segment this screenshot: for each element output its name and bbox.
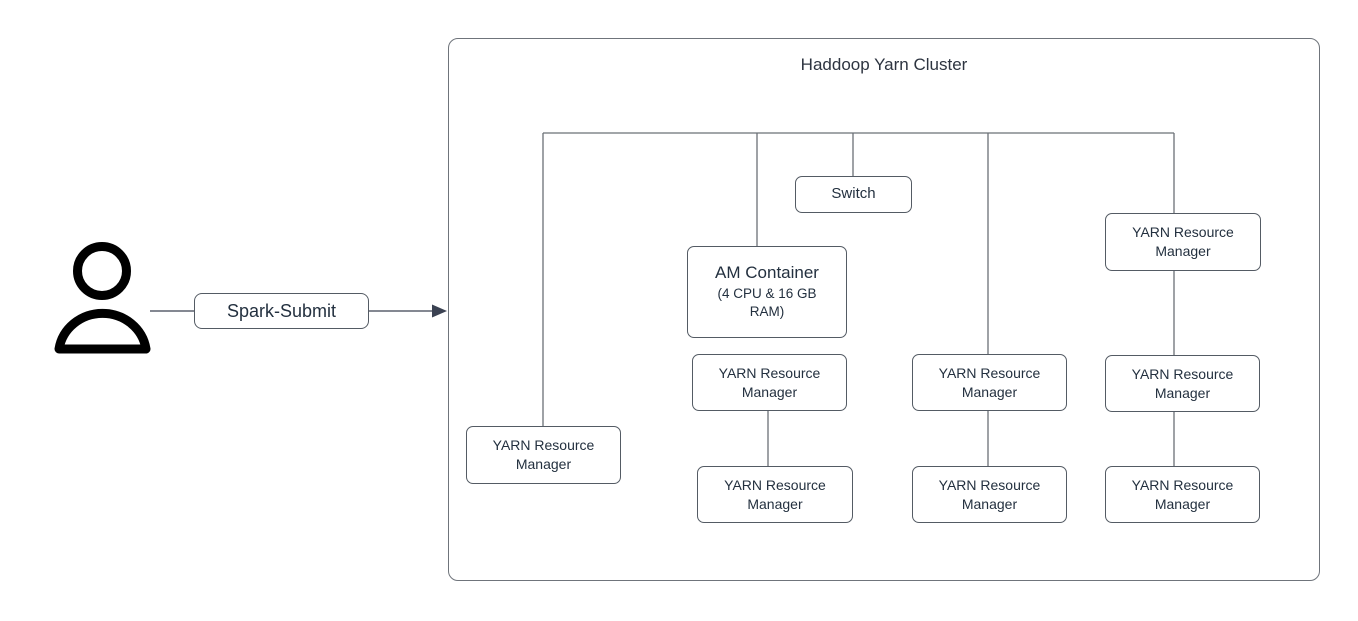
am-container-node: AM Container (4 CPU & 16 GB RAM) (687, 246, 847, 338)
yarn-resource-manager-right-bottom: YARN Resource Manager (1105, 466, 1260, 523)
yarn-label: YARN Resource Manager (1131, 365, 1234, 401)
spark-submit-node: Spark-Submit (194, 293, 369, 329)
yarn-resource-manager-center-bottom: YARN Resource Manager (697, 466, 853, 523)
yarn-resource-manager-right-top: YARN Resource Manager (1105, 213, 1261, 271)
arrowhead (432, 304, 447, 318)
spark-submit-label: Spark-Submit (226, 300, 337, 321)
yarn-label: YARN Resource Manager (1131, 476, 1234, 512)
switch-node: Switch (795, 176, 912, 213)
yarn-label: YARN Resource Manager (724, 476, 826, 512)
am-container-subtitle: (4 CPU & 16 GB RAM) (717, 286, 817, 320)
yarn-resource-manager-center-top: YARN Resource Manager (692, 354, 847, 411)
yarn-resource-manager-right-middle: YARN Resource Manager (1105, 355, 1260, 412)
yarn-label: YARN Resource Manager (938, 476, 1041, 512)
yarn-label: YARN Resource Manager (1132, 224, 1234, 259)
cluster-title: Haddoop Yarn Cluster (800, 55, 968, 74)
am-container-title: AM Container (715, 263, 819, 283)
yarn-label: YARN Resource Manager (718, 364, 821, 400)
hadoop-yarn-cluster-container (448, 38, 1320, 581)
yarn-label: YARN Resource Manager (938, 364, 1041, 400)
yarn-resource-manager-left: YARN Resource Manager (466, 426, 621, 484)
yarn-resource-manager-mid-right-bottom: YARN Resource Manager (912, 466, 1067, 523)
user-icon (54, 242, 151, 354)
switch-label: Switch (831, 185, 876, 203)
yarn-label: YARN Resource Manager (492, 437, 595, 472)
yarn-resource-manager-mid-right-top: YARN Resource Manager (912, 354, 1067, 411)
